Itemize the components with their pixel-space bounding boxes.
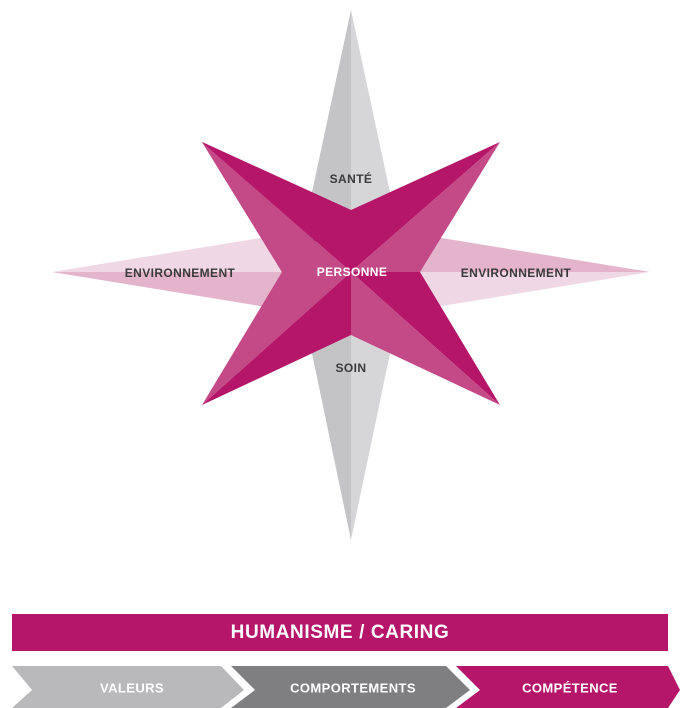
banner-label: HUMANISME / CARING [231,622,450,643]
arrow-label-comportements: COMPORTEMENTS [290,680,416,695]
label-environnement-right: ENVIRONNEMENT [461,266,572,280]
top-point-right [351,10,397,225]
arrow-label-valeurs: VALEURS [100,680,164,695]
chevron-row: VALEURS COMPORTEMENTS COMPÉTENCE [12,666,680,708]
bottom-point-right [351,320,397,540]
bottom-right-arm-lower [351,272,500,405]
bottom-point-left [305,320,351,540]
left-point-upper [52,232,297,272]
label-sante: SANTÉ [330,171,373,186]
top-point-left [305,10,351,225]
arrow-label-competence: COMPÉTENCE [522,680,618,695]
arrow-comportements [231,666,470,708]
right-point-upper [405,232,650,272]
arrow-competence [456,666,680,708]
top-left-arm-upper [202,142,351,272]
arrow-valeurs [12,666,244,708]
bottom-left-arm-lower [202,272,351,405]
horizontal-star-points [52,232,650,312]
banner-bar [12,614,668,651]
vertical-star-points [305,10,397,540]
label-personne: PERSONNE [317,265,388,279]
label-environnement-left: ENVIRONNEMENT [125,266,236,280]
diagonal-star-points [202,142,500,405]
right-point-lower [405,272,650,312]
humanisme-banner: HUMANISME / CARING [12,614,668,651]
top-right-arm-right [351,142,500,272]
left-point-lower [52,272,297,312]
label-soin: SOIN [336,361,367,375]
